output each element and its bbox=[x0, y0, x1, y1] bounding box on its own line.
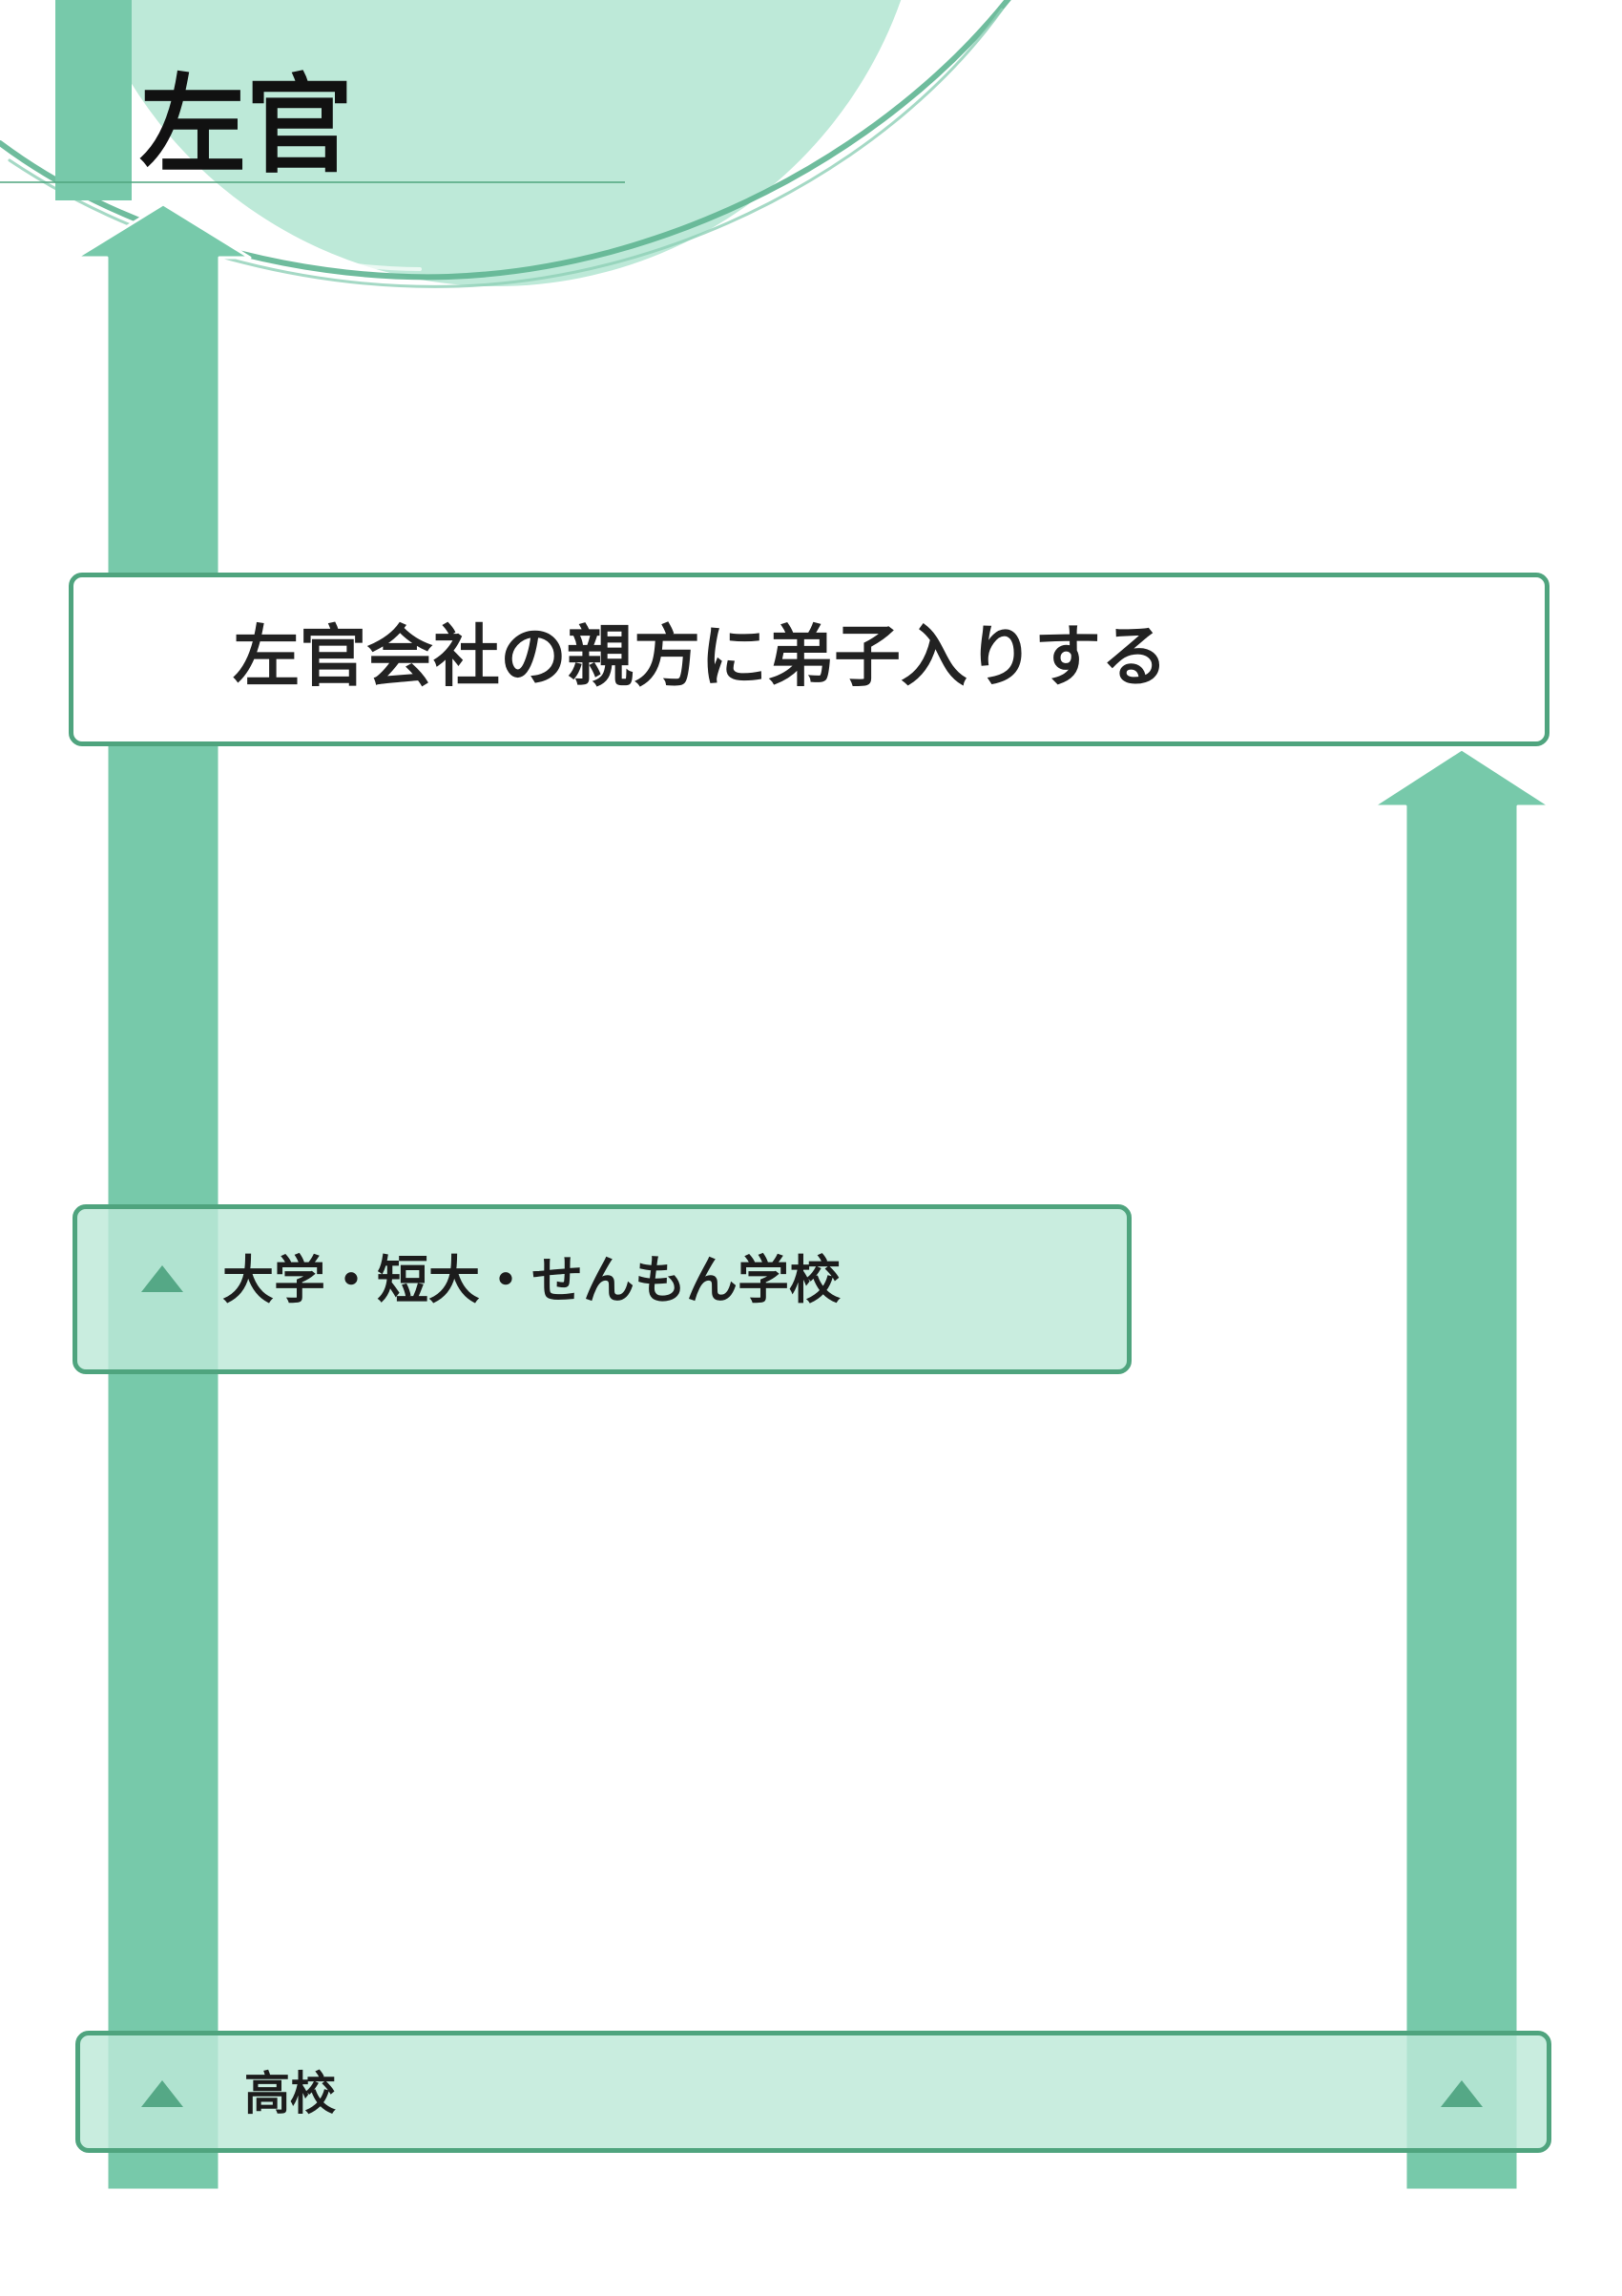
high-school-step-box bbox=[75, 2031, 1551, 2153]
page-title: 左官 bbox=[139, 63, 353, 188]
university-step-label: 大学・短大・せんもん学校 bbox=[222, 1250, 841, 1310]
high-school-step-label: 高校 bbox=[244, 2067, 337, 2120]
high-school-left-marker-icon bbox=[141, 2080, 183, 2107]
goal-step-box bbox=[69, 573, 1549, 746]
header-underline bbox=[0, 181, 625, 183]
university-step-marker-icon bbox=[141, 1265, 183, 1292]
header-accent-bar bbox=[55, 0, 132, 200]
university-step-box bbox=[73, 1204, 1132, 1374]
high-school-right-marker-icon bbox=[1441, 2080, 1483, 2107]
goal-step-label: 左官会社の親方に弟子入りする bbox=[233, 617, 1168, 696]
